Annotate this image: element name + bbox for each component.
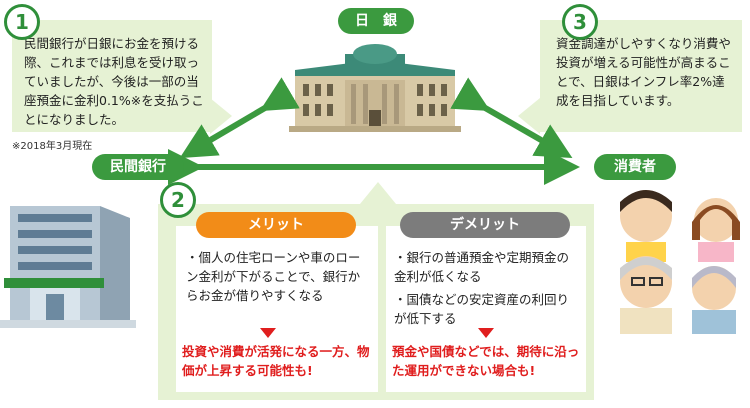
demerit-item-1: ・銀行の普通預金や定期預金の金利が低くなる (394, 250, 570, 284)
demerit-item-2: ・国債などの安定資産の利回りが低下する (394, 292, 570, 326)
merit-title: メリット (196, 212, 356, 238)
note-1-text: 民間銀行が日銀にお金を預ける際、これまでは利息を受け取っていましたが、今後は一部… (24, 36, 204, 127)
section-2-pointer (360, 182, 396, 204)
arrow-boj-bank (179, 77, 300, 159)
footnote: ※2018年3月現在 (12, 141, 93, 152)
arrow-boj-consumer (450, 77, 573, 158)
demerit-result: 預金や国債などでは、期待に沿った運用ができない場合も! (392, 344, 580, 378)
consumers-illustration (620, 190, 740, 334)
boj-label: 日 銀 (338, 8, 414, 34)
demerit-panel (386, 226, 586, 392)
badge-3: 3 (562, 4, 598, 40)
note-1-box (12, 20, 212, 132)
badge-2: 2 (160, 182, 196, 218)
note-3-text: 資金調達がしやすくなり消費や投資が増える可能性が高まることで、日銀はインフレ率2… (556, 36, 731, 108)
demerit-title: デメリット (400, 212, 570, 238)
boj-building-illustration (289, 44, 461, 132)
consumer-label: 消費者 (594, 154, 676, 180)
merit-down-arrow-icon (260, 328, 276, 338)
demerit-down-arrow-icon (478, 328, 494, 338)
bank-label: 民間銀行 (92, 154, 184, 180)
merit-result: 投資や消費が活発になる一方、物価が上昇する可能性も! (182, 344, 370, 378)
merit-panel (176, 226, 378, 392)
badge-1: 1 (4, 4, 40, 40)
merit-body: ・個人の住宅ローンや車のローン金利が下がることで、銀行からお金が借りやすくなる (186, 250, 361, 303)
bank-building-illustration (0, 206, 136, 328)
